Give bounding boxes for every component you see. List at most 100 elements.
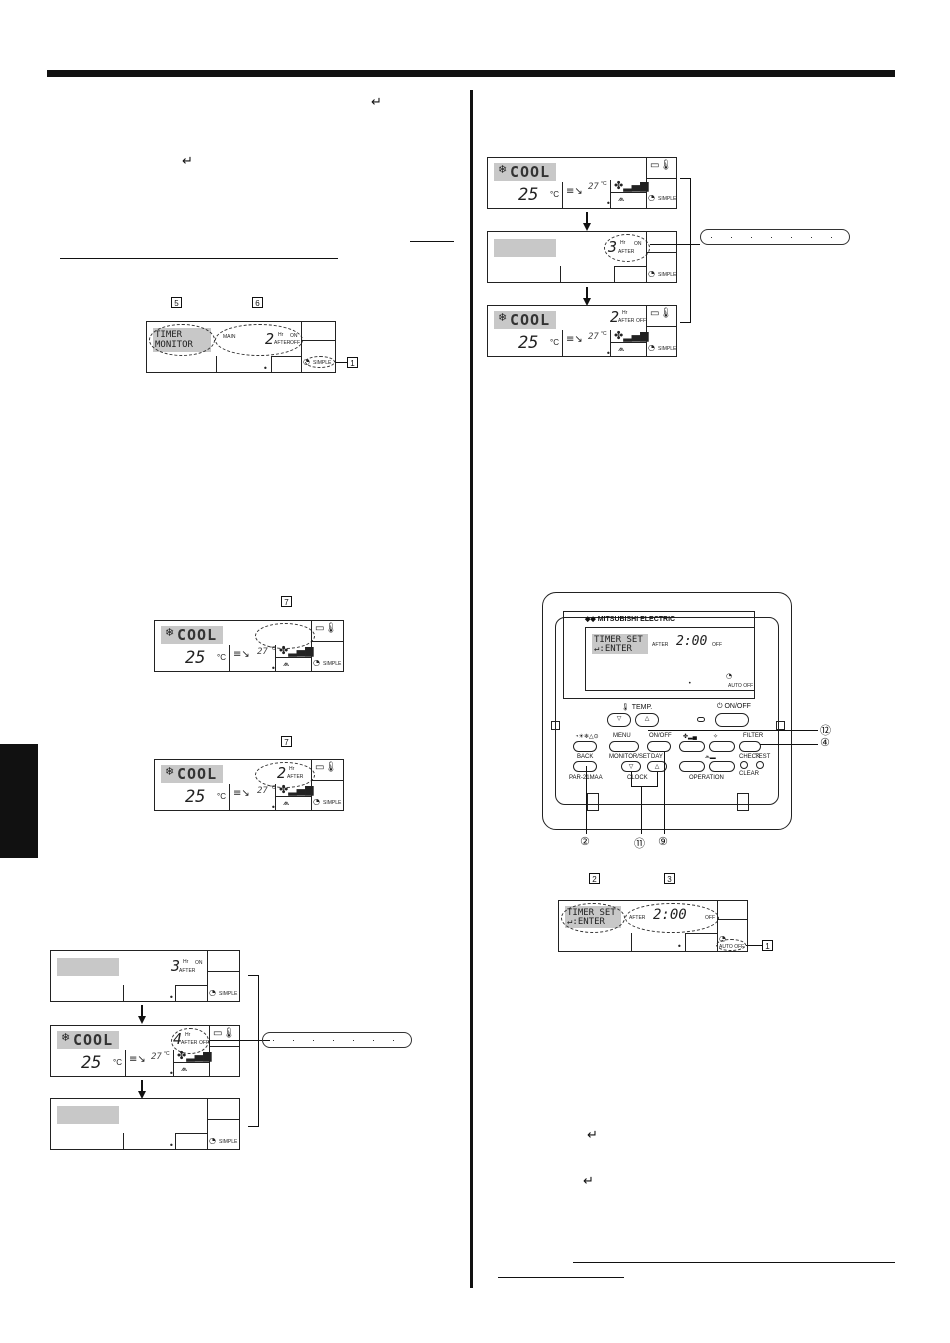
- leader-line: [650, 244, 700, 245]
- simple-label: SIMPLE: [658, 346, 677, 352]
- mode-highlight: [494, 239, 556, 257]
- test-button[interactable]: [756, 761, 764, 769]
- lcd-divider: [614, 266, 615, 282]
- day-label: DAY: [651, 754, 663, 760]
- hr-label: Hr: [289, 766, 295, 772]
- dot-icon: •: [688, 680, 692, 687]
- temp-unit: °C: [550, 338, 559, 347]
- off-label: OFF: [199, 1040, 209, 1046]
- timer-hours: 2: [610, 308, 620, 326]
- hr-label: Hr: [620, 240, 626, 246]
- lcd-divider: [560, 266, 561, 282]
- auto-off-label: AUTO OFF: [728, 683, 754, 689]
- louver-button[interactable]: [709, 741, 735, 752]
- lcd-divider: [175, 1133, 176, 1149]
- filter-enter-button[interactable]: [739, 741, 761, 752]
- airflow-icon: ≡↘: [233, 649, 250, 660]
- brand-logo-icon: ◆◆: [585, 616, 598, 623]
- underline: [60, 258, 338, 259]
- after-label: AFTER: [629, 915, 646, 921]
- lcd-divider: [646, 232, 647, 282]
- cool-icon: ❄: [165, 626, 175, 639]
- after-label: AFTER: [652, 642, 669, 648]
- on-label: ON: [634, 241, 642, 247]
- airflow-icon: ≡↘: [129, 1054, 146, 1065]
- dot-icon: •: [606, 349, 611, 358]
- lcd-divider: [229, 645, 230, 671]
- bracket-line: [680, 322, 691, 323]
- timer-on-off-button[interactable]: [647, 741, 671, 752]
- lcd-divider: [610, 192, 646, 193]
- fan-icon: ✤▂▄▆: [614, 179, 649, 192]
- check-button[interactable]: [740, 761, 748, 769]
- callout-4: ④: [820, 736, 830, 749]
- mode-text: COOL: [510, 163, 551, 181]
- vane-label: ⩕▂: [705, 754, 716, 760]
- leader-line: [631, 772, 632, 786]
- lcd-divider: [123, 985, 124, 1001]
- leader-line: [760, 744, 818, 745]
- lcd-divider: [685, 933, 686, 951]
- model-label: PAR-21MAA: [569, 775, 603, 781]
- temp-down-button[interactable]: ▽: [607, 713, 631, 727]
- monitor-set-label: MONITOR/SET: [609, 754, 651, 760]
- lcd-divider: [646, 178, 676, 179]
- callout-11: ⑪: [634, 837, 645, 850]
- callout-2: ②: [580, 835, 590, 848]
- brand-text: MITSUBISHI ELECTRIC: [597, 616, 676, 623]
- clock-icon: ◔: [726, 672, 733, 680]
- lcd-divider: [207, 951, 208, 1001]
- fan-icon: ✤▂▄▆: [177, 1049, 212, 1062]
- lcd-divider: [207, 1119, 239, 1120]
- leader-line: [664, 752, 665, 834]
- mode-highlight: [494, 311, 556, 329]
- fan-speed-button[interactable]: [679, 741, 705, 752]
- top-rule: [47, 70, 895, 77]
- lcd-divider: [646, 306, 647, 356]
- leader-line: [657, 772, 658, 786]
- clock-down-button[interactable]: ▽: [621, 761, 641, 772]
- room-temp: 27: [588, 182, 599, 192]
- filter-icon: ▭🌡: [650, 160, 673, 171]
- remote-lcd: TIMER SET ↵:ENTER AFTER 2:00 OFF • ◔ AUT…: [585, 627, 755, 691]
- lcd-divider: [614, 266, 646, 267]
- lcd-divider: [275, 796, 311, 797]
- label-box-2: 2: [589, 873, 600, 884]
- clock-icon: ◔: [209, 1136, 216, 1145]
- room-temp-unit: °C: [601, 331, 607, 337]
- lcd-divider: [216, 356, 217, 372]
- clock-icon: ◔: [313, 658, 320, 667]
- after-label: AFTER: [287, 774, 304, 780]
- temp-unit: °C: [113, 1058, 122, 1067]
- back-lower-button[interactable]: [573, 761, 597, 772]
- lcd-divider: [610, 180, 611, 208]
- after-label: AFTER: [274, 340, 291, 346]
- airflow-icon: ≡↘: [566, 186, 583, 197]
- vane-button[interactable]: [709, 761, 735, 772]
- back-button[interactable]: [573, 741, 597, 752]
- thermometer-icon: 🌡: [621, 704, 632, 711]
- lcd-divider: [209, 1026, 210, 1076]
- fan-icon: ✤▂▄▆: [279, 783, 314, 796]
- menu-button[interactable]: [609, 741, 639, 752]
- filter-icon: ▭🌡: [315, 762, 338, 773]
- arrow-down-icon: [138, 1091, 146, 1099]
- temp-unit: °C: [550, 190, 559, 199]
- temp-up-button[interactable]: △: [635, 713, 659, 727]
- arrow-down-icon: [586, 212, 588, 224]
- cool-icon: ❄: [165, 765, 175, 778]
- filter-label: FILTER: [743, 733, 764, 739]
- simple-label: SIMPLE: [323, 661, 342, 667]
- column-divider: [470, 90, 473, 1288]
- on-off-button[interactable]: [715, 713, 749, 727]
- vane-icon: ⩕: [283, 798, 290, 807]
- section-tab: [0, 744, 38, 858]
- hr-label: Hr: [278, 332, 284, 338]
- clock-up-button[interactable]: △: [647, 761, 667, 772]
- vent-button[interactable]: [679, 761, 705, 772]
- underline: [498, 1277, 624, 1278]
- clock-icon: ◔: [648, 269, 655, 278]
- menu-label: MENU: [613, 733, 631, 739]
- clear-label: CLEAR: [739, 771, 760, 777]
- set-temp: 25: [185, 787, 206, 807]
